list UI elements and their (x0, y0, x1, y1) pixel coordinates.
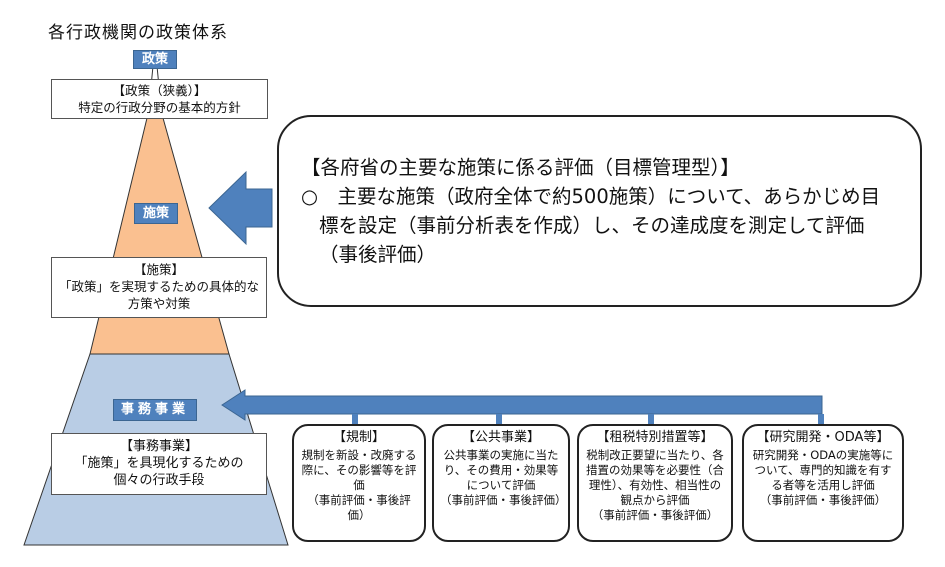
measure-box-title: 【施策】 (133, 262, 184, 277)
tag-measure: 施策 (134, 203, 178, 224)
connector-3 (648, 414, 654, 426)
project-box: 【事務事業】 「施策」を具現化するための個々の行政手段 (51, 433, 267, 495)
measure-box: 【施策】 「政策」を実現するための具体的な方策や対策 (51, 257, 267, 318)
measure-box-desc: 「政策」を実現するための具体的な方策や対策 (58, 279, 259, 311)
connector-2 (496, 414, 502, 426)
sub-tax-measures-desc: 税制改正要望に当たり、各措置の効果等を必要性（合理性）、有効性、相当性の観点から… (586, 448, 724, 507)
project-box-desc: 「施策」を具現化するための個々の行政手段 (74, 456, 244, 488)
sub-rnd-oda-note: （事前評価・事後評価） (759, 493, 887, 507)
sub-regulation-title: 【規制】 (332, 430, 385, 445)
sub-tax-measures: 【租税特別措置等】 税制改正要望に当たり、各措置の効果等を必要性（合理性）、有効… (577, 424, 733, 542)
sub-rnd-oda-title: 【研究開発・ODA等】 (756, 430, 890, 445)
sub-rnd-oda-desc: 研究開発・ODAの実施等について、専門的知識を有する者等を活用し評価 (752, 448, 894, 492)
pyramid-measure-section (89, 117, 230, 355)
sub-public-works-desc: 公共事業の実施に当たり、その費用・効果等について評価 (443, 448, 559, 492)
tag-project: 事務事業 (113, 399, 197, 421)
subs-arrow (221, 389, 823, 421)
sub-tax-measures-title: 【租税特別措置等】 (596, 430, 714, 445)
policy-box: 【政策（狭義）】 特定の行政分野の基本的方針 (51, 79, 268, 119)
sub-public-works-title: 【公共事業】 (461, 430, 540, 445)
evaluation-callout: 【各府省の主要な施策に係る評価（目標管理型）】 ○ 主要な施策（政府全体で約50… (277, 115, 922, 307)
sub-regulation-desc: 規制を新設・改廃する際に、その影響等を評価 (301, 448, 417, 492)
sub-rnd-oda: 【研究開発・ODA等】 研究開発・ODAの実施等について、専門的知識を有する者等… (742, 424, 904, 542)
policy-box-title: 【政策（狭義）】 (112, 83, 207, 98)
sub-tax-measures-note: （事前評価・事後評価） (591, 508, 719, 522)
sub-regulation: 【規制】 規制を新設・改廃する際に、その影響等を評価 （事前評価・事後評価） (292, 424, 426, 542)
connector-4 (818, 414, 824, 426)
project-box-title: 【事務事業】 (119, 439, 198, 454)
policy-box-desc: 特定の行政分野の基本的方針 (78, 100, 241, 115)
sub-public-works: 【公共事業】 公共事業の実施に当たり、その費用・効果等について評価 （事前評価・… (432, 424, 570, 542)
tag-policy: 政策 (133, 50, 177, 69)
callout-title: 【各府省の主要な施策に係る評価（目標管理型）】 (301, 156, 740, 179)
sub-regulation-note: （事前評価・事後評価） (307, 493, 411, 522)
callout-arrow (208, 170, 273, 246)
sub-public-works-note: （事前評価・事後評価） (440, 493, 567, 507)
page-title: 各行政機関の政策体系 (48, 23, 228, 43)
callout-body: ○ 主要な施策（政府全体で約500施策）について、あらかじめ目標を設定（事前分析… (301, 185, 881, 266)
connector-1 (352, 414, 358, 426)
